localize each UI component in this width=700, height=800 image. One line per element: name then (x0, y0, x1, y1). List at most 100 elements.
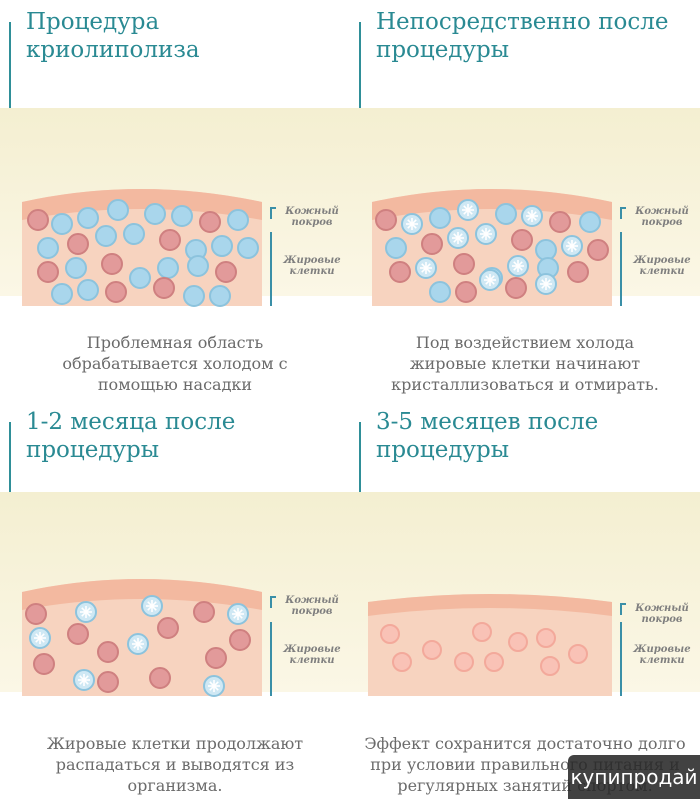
fat-cell (105, 281, 127, 303)
tissue-illustration (22, 189, 262, 307)
fat-cell (511, 229, 533, 251)
fat-cell (67, 233, 89, 255)
crystal-icon (81, 607, 91, 617)
fat-cell (25, 603, 47, 625)
fat-cells (27, 199, 259, 307)
panel-title: 3-5 месяцев после процедуры (376, 409, 599, 463)
panel-caption: Под воздействием холода жировые клетки н… (391, 333, 659, 394)
fat-cell (472, 622, 492, 642)
fat-cell (51, 213, 73, 235)
crystal-icon (79, 675, 89, 685)
crystal-icon (453, 233, 463, 243)
fat-cell (187, 255, 209, 277)
fat-cell (454, 652, 474, 672)
fat-cell (77, 279, 99, 301)
fat-cell (157, 257, 179, 279)
fat-cell (144, 203, 166, 225)
panel-procedure: Процедура криолиполиза Кожный покров Жир… (0, 0, 350, 400)
fat-cell (385, 237, 407, 259)
crystal-icon (35, 633, 45, 643)
panel-title: 1-2 месяца после процедуры (26, 409, 236, 463)
fat-cell (508, 632, 528, 652)
fat-cell (33, 653, 55, 675)
fat-brace (270, 232, 278, 306)
panel-caption: Эффект сохранится достаточно долго при у… (364, 734, 686, 795)
crystal-icon (209, 681, 219, 691)
skin-label: Кожный покров (635, 603, 689, 625)
crystal-icon (485, 275, 495, 285)
fat-cell (199, 211, 221, 233)
skin-brace (270, 596, 276, 598)
fat-cell (211, 235, 233, 257)
fat-cells (375, 199, 609, 303)
fat-cell (209, 285, 231, 307)
fat-cell (495, 203, 517, 225)
panel-caption: Проблемная область обрабатывается холодо… (62, 333, 288, 394)
panel-1-2-months: 1-2 месяца после процедуры Кожный покров… (0, 400, 350, 800)
fat-cell (215, 261, 237, 283)
fat-cell (97, 641, 119, 663)
skin-brace (620, 207, 626, 209)
crystal-icon (463, 205, 473, 215)
fat-cell (67, 623, 89, 645)
fat-cell (453, 253, 475, 275)
crystal-icon (481, 229, 491, 239)
fat-cell (587, 239, 609, 261)
fat-brace (620, 622, 628, 696)
fat-cell (455, 281, 477, 303)
fat-brace (270, 622, 278, 696)
fat-label: Жировые клетки (633, 255, 691, 277)
fat-cell (65, 257, 87, 279)
fat-cell (505, 277, 527, 299)
fat-cell (107, 199, 129, 221)
fat-cell (159, 229, 181, 251)
skin-brace (620, 603, 626, 605)
crystal-icon (133, 639, 143, 649)
fat-label: Жировые клетки (283, 644, 341, 666)
fat-cell (129, 267, 151, 289)
fat-label: Жировые клетки (283, 255, 341, 277)
fat-cell (429, 281, 451, 303)
fat-cell (389, 261, 411, 283)
panel-3-5-months: 3-5 месяцев после процедуры Кожный покро… (350, 400, 700, 800)
fat-cell (27, 209, 49, 231)
fat-cells (380, 622, 588, 676)
crystal-icon (541, 279, 551, 289)
fat-cell (536, 628, 556, 648)
fat-cell (375, 209, 397, 231)
tissue-illustration (372, 189, 612, 306)
fat-cell (157, 617, 179, 639)
crystal-icon (407, 219, 417, 229)
fat-cell (205, 647, 227, 669)
fat-cell (568, 644, 588, 664)
fat-cell (153, 277, 175, 299)
fat-cells (25, 595, 251, 697)
fat-cell (227, 209, 249, 231)
watermark-logo: купипродай (568, 755, 700, 799)
fat-cell (37, 261, 59, 283)
fat-cell (149, 667, 171, 689)
tissue-illustration (22, 579, 262, 697)
fat-cell (237, 237, 259, 259)
fat-cell (579, 211, 601, 233)
crystal-icon (513, 261, 523, 271)
fat-cell (540, 656, 560, 676)
fat-cell (421, 233, 443, 255)
fat-cell (549, 211, 571, 233)
crystal-icon (421, 263, 431, 273)
tissue-illustration (368, 594, 612, 696)
fat-cell (77, 207, 99, 229)
fat-cell (183, 285, 205, 307)
fat-cell (380, 624, 400, 644)
fat-cell (484, 652, 504, 672)
fat-cell (567, 261, 589, 283)
skin-label: Кожный покров (635, 206, 689, 228)
fat-cell (193, 601, 215, 623)
fat-label: Жировые клетки (633, 644, 691, 666)
fat-cell (95, 225, 117, 247)
fat-cell (51, 283, 73, 305)
skin-label: Кожный покров (285, 595, 339, 617)
panel-title: Непосредственно после процедуры (376, 9, 669, 63)
skin-label: Кожный покров (285, 206, 339, 228)
crystal-icon (527, 211, 537, 221)
